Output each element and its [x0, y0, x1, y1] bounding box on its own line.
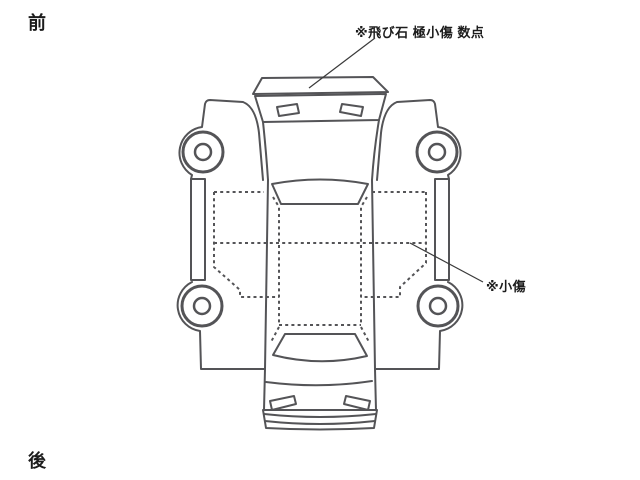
rear-window [272, 333, 368, 363]
side-panel-left [176, 99, 265, 370]
roof-rail-left [263, 179, 269, 411]
hood-left-edge [262, 121, 269, 181]
rear-light-left [269, 395, 297, 411]
wheel-rear-right-hub [428, 296, 448, 316]
door-fold-left-dashed [213, 191, 279, 298]
wheel-rear-left [180, 284, 224, 328]
roof-projection-right-dashed [360, 196, 368, 325]
windshield [271, 178, 369, 205]
wheel-rear-right [416, 284, 460, 328]
roof-rail-right [371, 179, 377, 411]
trunk-line [265, 380, 373, 387]
front-orientation-label: 前 [28, 13, 46, 33]
door-fold-right-dashed [361, 191, 427, 298]
wheel-rear-left-hub [192, 296, 212, 316]
wheel-front-right-hub [427, 142, 447, 162]
damage-annotation-stone-chip: ※飛び石 極小傷 数点 [355, 25, 485, 40]
front-panel [254, 93, 387, 123]
rear-bumper [262, 409, 378, 431]
leader-line-stone-chip [308, 37, 376, 89]
hood-right-edge [371, 119, 380, 181]
headlight-right [339, 103, 364, 117]
rocker-panel-right [434, 178, 450, 281]
headlight-left [276, 103, 300, 117]
side-panel-right-outline [375, 99, 464, 370]
side-panel-right [375, 99, 464, 370]
rear-bumper-trim-lines [263, 413, 377, 425]
rocker-panel-left [190, 178, 206, 281]
rear-orientation-label: 後 [28, 451, 46, 471]
roof-projection-left-dashed [272, 196, 280, 325]
wheel-front-right [415, 130, 459, 174]
panel-fold-dashed-lines [213, 191, 427, 343]
rear-light-right [343, 395, 371, 411]
front-bumper [252, 76, 389, 95]
side-panel-left-outline [176, 99, 265, 370]
damage-annotation-small-scratch: ※小傷 [486, 279, 527, 294]
c-pillar-fold-dashed [270, 326, 370, 343]
wheel-front-left-hub [193, 142, 213, 162]
car-body-center-strip [252, 76, 389, 431]
wheel-front-left [181, 130, 225, 174]
leader-line-small-scratch [409, 242, 484, 283]
